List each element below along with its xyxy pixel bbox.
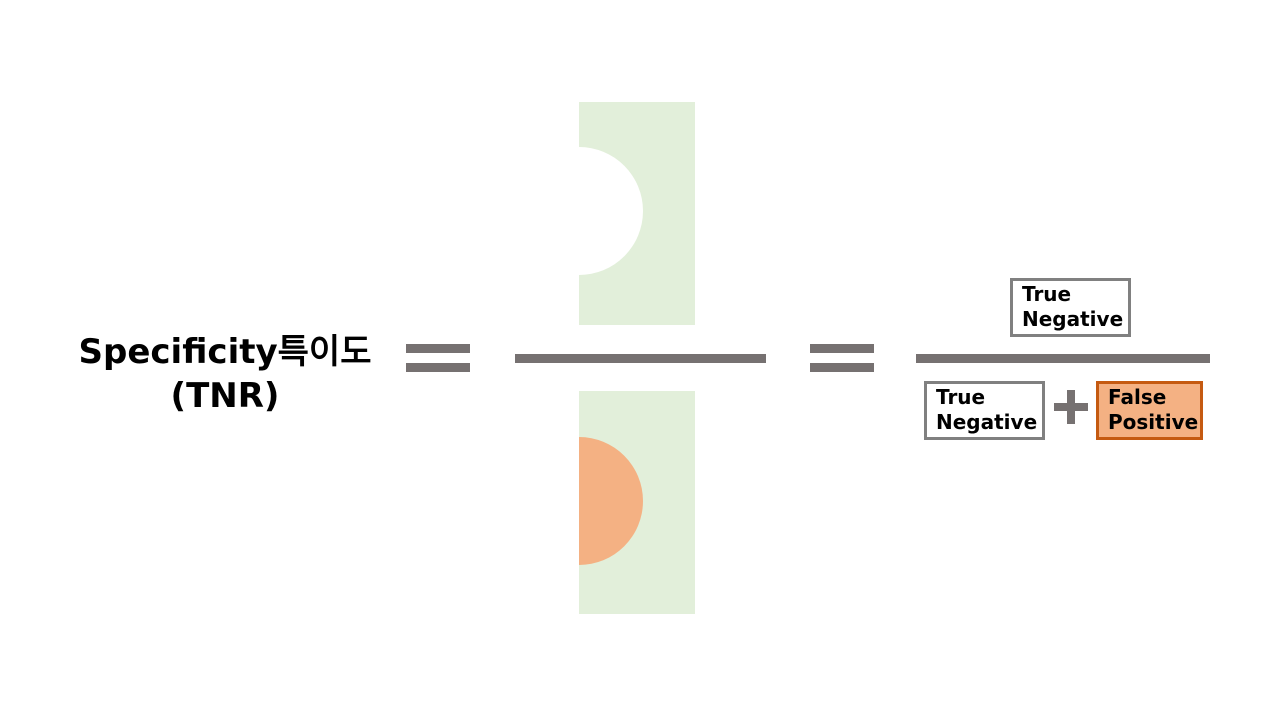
plus-sign — [1054, 390, 1088, 424]
visual-fraction-line — [515, 354, 766, 363]
text-fraction-line — [916, 354, 1210, 363]
denominator-false-positive-box: False Positive — [1096, 381, 1203, 440]
denominator-true-negative-box: True Negative — [924, 381, 1045, 440]
title-line-2: (TNR) — [170, 376, 280, 416]
page-title: Specificity특이도 (TNR) — [60, 330, 390, 418]
denominator-visual-panel — [579, 391, 695, 614]
false-positive-half-circle — [579, 437, 643, 565]
numerator-true-negative-box: True Negative — [1010, 278, 1131, 337]
numerator-visual-panel — [579, 102, 695, 325]
equals-sign-right — [810, 344, 874, 374]
title-line-1: Specificity특이도 — [78, 332, 372, 372]
true-negative-half-circle — [579, 147, 643, 275]
equals-sign-left — [406, 344, 470, 374]
